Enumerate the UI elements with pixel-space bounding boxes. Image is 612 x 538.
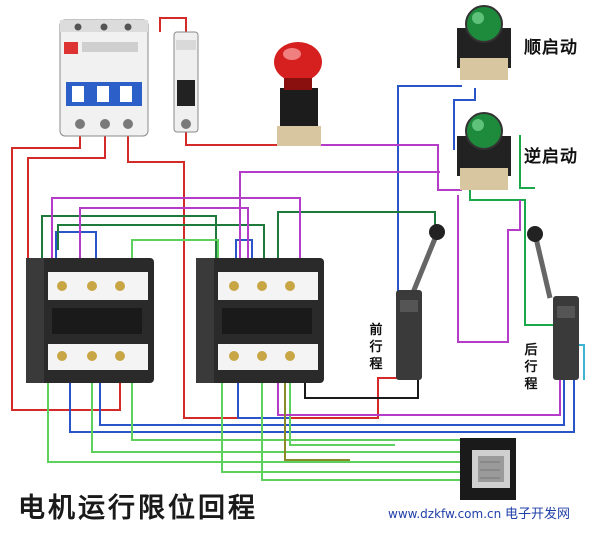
wire-purple	[79, 207, 249, 268]
contactor-forward	[26, 258, 154, 383]
diagram-title: 电机运行限位回程	[18, 493, 258, 524]
forward-limit-label: 前 行 程	[368, 322, 384, 373]
backward-limit-char: 后	[524, 343, 538, 358]
wire-blue	[235, 239, 253, 268]
wire-red	[185, 130, 292, 146]
three-pole-breaker	[59, 19, 149, 137]
website-name: 电子开发网	[505, 507, 571, 522]
contactor-reverse	[196, 258, 324, 383]
backward-limit-switch	[527, 226, 579, 380]
wire-light-green	[221, 380, 465, 473]
wire-light-green	[131, 239, 219, 262]
wire-purple	[457, 195, 521, 343]
single-pole-breaker	[173, 31, 199, 133]
forward-start-button[interactable]	[457, 5, 511, 80]
wire-green	[277, 211, 436, 270]
wire-light-green	[91, 380, 465, 453]
wire-blue	[99, 360, 565, 426]
wire-blue	[453, 88, 476, 150]
wire-olive	[284, 380, 350, 461]
wire-red	[127, 130, 398, 419]
wire-blue	[69, 375, 575, 433]
wire-green	[57, 224, 265, 268]
wire-purple	[310, 144, 462, 191]
wire-black	[304, 380, 419, 399]
wire-light-green	[289, 380, 395, 446]
reverse-start-label: 逆启动	[524, 147, 578, 167]
forward-limit-char: 程	[369, 357, 383, 372]
wire-green	[519, 135, 535, 189]
forward-start-label: 顺启动	[524, 38, 578, 58]
forward-limit-char: 前	[369, 323, 383, 338]
backward-limit-char: 行	[524, 360, 538, 375]
wire-blue	[237, 380, 290, 419]
reverse-start-button[interactable]	[457, 112, 511, 190]
wire-green	[469, 188, 562, 326]
wire-blue	[397, 85, 462, 309]
wire-red	[27, 130, 106, 268]
forward-limit-switch	[396, 224, 445, 380]
backward-limit-label: 后 行 程	[523, 342, 539, 393]
wire-green	[41, 215, 217, 268]
emergency-stop-button[interactable]	[274, 42, 322, 146]
wire-purple	[239, 171, 440, 268]
motor	[460, 438, 516, 500]
wire-blue	[55, 231, 97, 268]
wire-light-green	[131, 380, 460, 441]
wire-light-green	[261, 380, 465, 481]
backward-limit-char: 程	[524, 377, 538, 392]
website-url: www.dzkfw.com.cn	[388, 507, 502, 521]
wire-purple	[51, 197, 301, 268]
wire-purple	[277, 360, 561, 416]
wire-red	[11, 130, 121, 411]
wiring-layer	[11, 17, 585, 481]
forward-limit-char: 行	[369, 340, 383, 355]
wire-light-green	[47, 380, 470, 463]
